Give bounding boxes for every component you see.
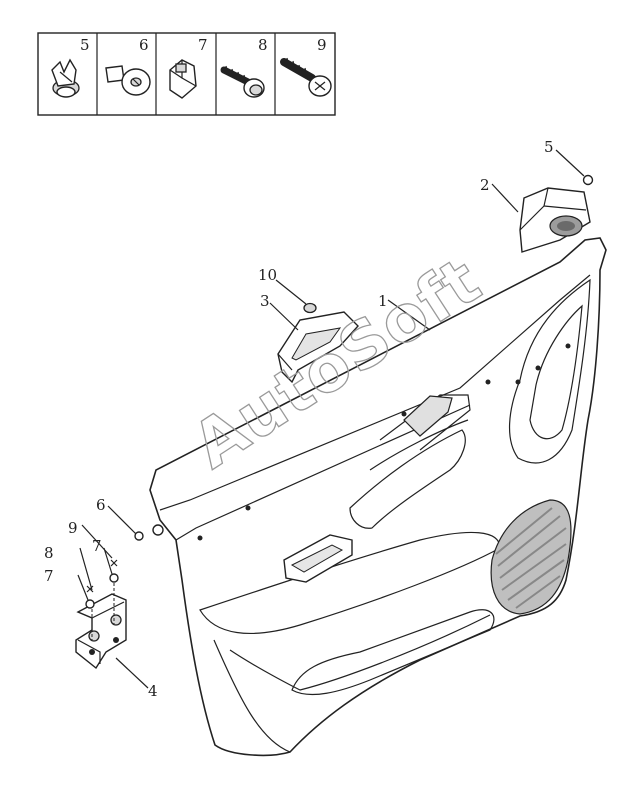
callout-4: 4 — [148, 682, 158, 700]
clip-5-marker — [582, 174, 594, 186]
callout-7-upper: 7 — [92, 537, 102, 555]
callout-9: 9 — [68, 519, 78, 537]
clip-6-detail — [134, 531, 144, 541]
callout-2: 2 — [480, 176, 490, 194]
fastener-table: 5 6 7 8 9 — [37, 32, 336, 116]
callout-5: 5 — [544, 138, 554, 156]
leader-lines — [77, 149, 585, 689]
clip-10-marker — [303, 302, 317, 314]
cell-number-5: 5 — [80, 36, 90, 54]
callout-7-lower: 7 — [44, 567, 54, 585]
callout-3: 3 — [260, 292, 270, 310]
callout-1: 1 — [378, 292, 388, 310]
callout-8: 8 — [44, 544, 54, 562]
push-clip-icon — [51, 58, 80, 98]
plastic-rivet-icon — [105, 65, 151, 96]
door-trim-panel — [149, 237, 607, 757]
callout-labels: 1 2 3 4 5 6 7 7 8 9 10 — [44, 138, 554, 700]
mounting-bracket — [75, 559, 127, 670]
tweeter-housing — [519, 187, 591, 253]
clip-nut-icon — [169, 59, 197, 99]
clip-6-marker — [152, 524, 164, 536]
flange-screw-icon — [220, 65, 265, 98]
cell-number-6: 6 — [139, 36, 149, 54]
callout-10: 10 — [258, 266, 277, 284]
cell-number-7: 7 — [198, 36, 208, 54]
speaker-grille — [490, 499, 572, 615]
cell-number-8: 8 — [258, 36, 268, 54]
tapping-screw-icon — [280, 57, 332, 97]
callout-6: 6 — [96, 496, 106, 514]
cell-number-9: 9 — [317, 36, 327, 54]
